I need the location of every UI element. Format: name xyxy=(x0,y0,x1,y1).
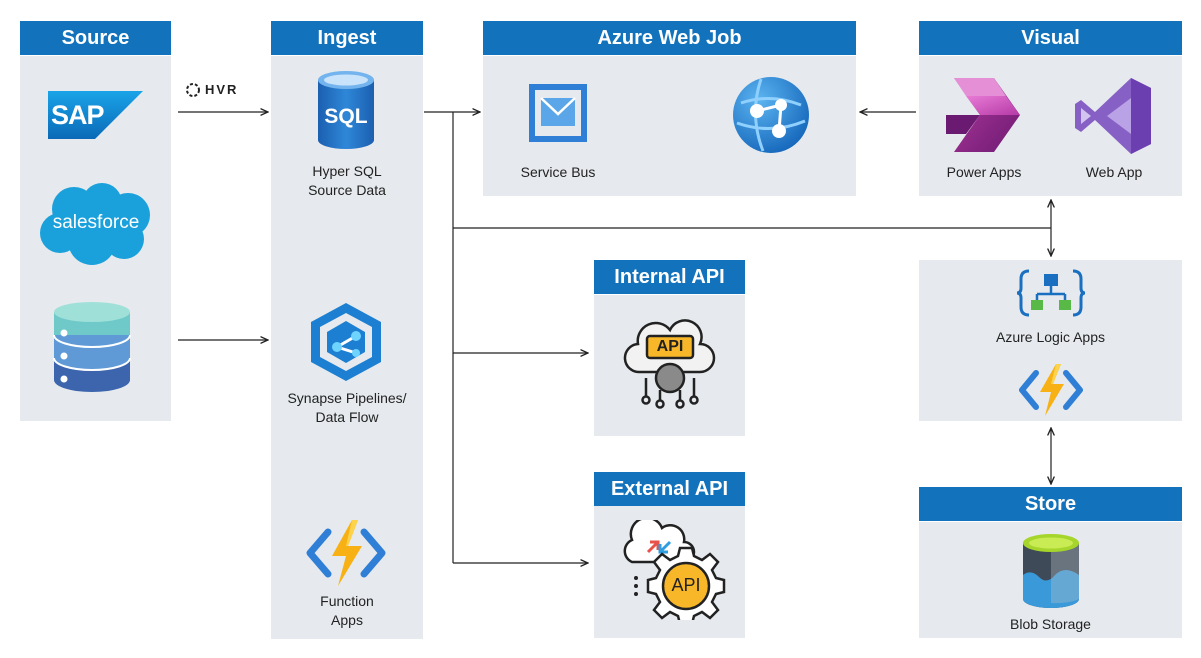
web-app-label: Web App xyxy=(1085,164,1143,180)
web-app-visual-studio-icon xyxy=(1073,76,1153,156)
store-header: Store xyxy=(919,487,1182,521)
external-api-icon-text: API xyxy=(671,575,701,595)
synapse-label-line1: Synapse Pipelines/ xyxy=(287,390,407,406)
salesforce-logo-text: salesforce xyxy=(52,212,140,233)
visual-header: Visual xyxy=(919,21,1182,55)
sap-logo-text: SAP xyxy=(51,100,105,130)
salesforce-logo-icon: salesforce xyxy=(36,181,156,267)
synapse-label-line2: Data Flow xyxy=(315,409,379,425)
sap-logo-icon: SAP xyxy=(48,91,143,139)
ingest-header: Ingest xyxy=(271,21,423,55)
logic-function-icon xyxy=(1019,362,1083,418)
service-bus-icon xyxy=(525,80,591,146)
hyper-sql-label-line2: Source Data xyxy=(308,182,386,198)
hyper-sql-label-line1: Hyper SQL xyxy=(312,163,382,179)
external-api-gear-icon: API xyxy=(622,516,726,626)
internal-api-header: Internal API xyxy=(594,260,745,294)
function-apps-label-line1: Function xyxy=(320,593,374,609)
database-icon xyxy=(52,302,132,394)
hvr-logo-icon: HVR xyxy=(185,82,265,98)
function-apps-label-line2: Apps xyxy=(331,612,363,628)
azure-logic-apps-label: Azure Logic Apps xyxy=(996,329,1105,345)
blob-storage-label: Blob Storage xyxy=(1010,616,1091,632)
hvr-logo-text: HVR xyxy=(205,82,239,97)
synapse-pipelines-icon xyxy=(306,300,386,384)
web-app-globe-icon xyxy=(731,75,811,155)
function-apps-icon xyxy=(306,518,386,588)
sql-database-icon: SQL xyxy=(316,70,376,150)
internal-api-cloud-icon: API xyxy=(622,316,718,410)
internal-api-icon-text: API xyxy=(656,338,684,355)
webjob-header: Azure Web Job xyxy=(483,21,856,55)
external-api-header: External API xyxy=(594,472,745,506)
service-bus-label: Service Bus xyxy=(520,164,596,180)
sql-icon-text: SQL xyxy=(324,105,368,128)
source-header: Source xyxy=(20,21,171,55)
azure-logic-apps-icon xyxy=(1016,268,1086,318)
power-apps-icon xyxy=(944,76,1022,154)
blob-storage-icon xyxy=(1021,533,1081,611)
power-apps-label: Power Apps xyxy=(946,164,1022,180)
